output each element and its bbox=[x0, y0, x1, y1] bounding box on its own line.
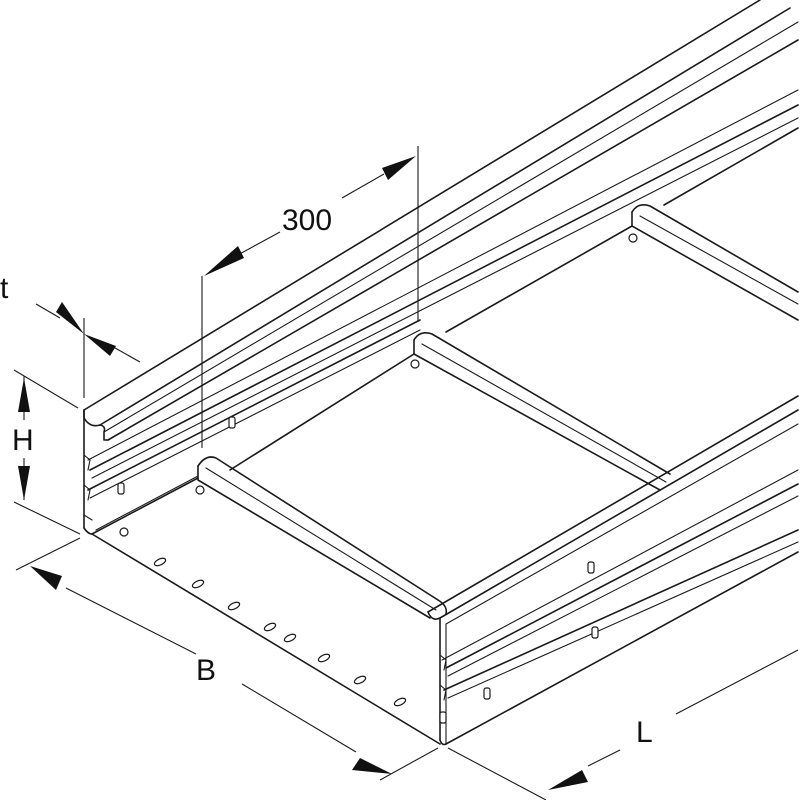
rail-slot bbox=[228, 416, 236, 429]
h-arrow-top bbox=[18, 378, 30, 412]
base-inner-edge bbox=[445, 225, 633, 333]
dimension-label-h: H bbox=[12, 424, 34, 457]
b-arrow-left bbox=[30, 566, 62, 590]
rung-front bbox=[195, 456, 448, 619]
dimension-label-b: B bbox=[196, 654, 216, 687]
base-perforations bbox=[153, 557, 407, 707]
dimension-b: B bbox=[15, 537, 439, 781]
base-bolt-hole bbox=[119, 527, 129, 537]
dimension-h: H bbox=[12, 369, 81, 535]
dimension-label-t: t bbox=[0, 272, 9, 305]
rung-bolt-hole bbox=[628, 233, 638, 243]
dimension-l: L bbox=[447, 649, 799, 800]
300-arrow-left bbox=[204, 246, 244, 276]
rail-slot bbox=[587, 561, 595, 574]
t-arrow-right bbox=[84, 334, 116, 356]
left-side-rail bbox=[83, 0, 799, 535]
t-arrow-left bbox=[56, 302, 84, 334]
b-arrow-right bbox=[352, 758, 392, 774]
rung-back bbox=[628, 204, 799, 321]
dimension-label-l: L bbox=[636, 716, 653, 749]
rail-slot bbox=[117, 482, 125, 495]
h-arrow-bottom bbox=[18, 466, 30, 500]
rung-bolt-hole bbox=[410, 359, 420, 369]
dimension-300: 300 bbox=[201, 146, 419, 448]
rail-slot bbox=[439, 711, 447, 724]
300-arrow-right bbox=[382, 156, 416, 180]
rung-middle bbox=[410, 332, 671, 491]
base-inner-edge bbox=[663, 127, 799, 206]
base-inner-edge bbox=[229, 353, 415, 471]
rail-slot bbox=[591, 626, 599, 639]
dimension-t: t bbox=[0, 272, 141, 398]
dimension-label-300: 300 bbox=[282, 204, 332, 237]
rail-slot bbox=[483, 687, 491, 700]
base-plate bbox=[91, 475, 441, 745]
right-side-rail bbox=[427, 395, 799, 746]
l-arrow bbox=[548, 770, 588, 790]
rung-bolt-hole bbox=[195, 485, 205, 495]
